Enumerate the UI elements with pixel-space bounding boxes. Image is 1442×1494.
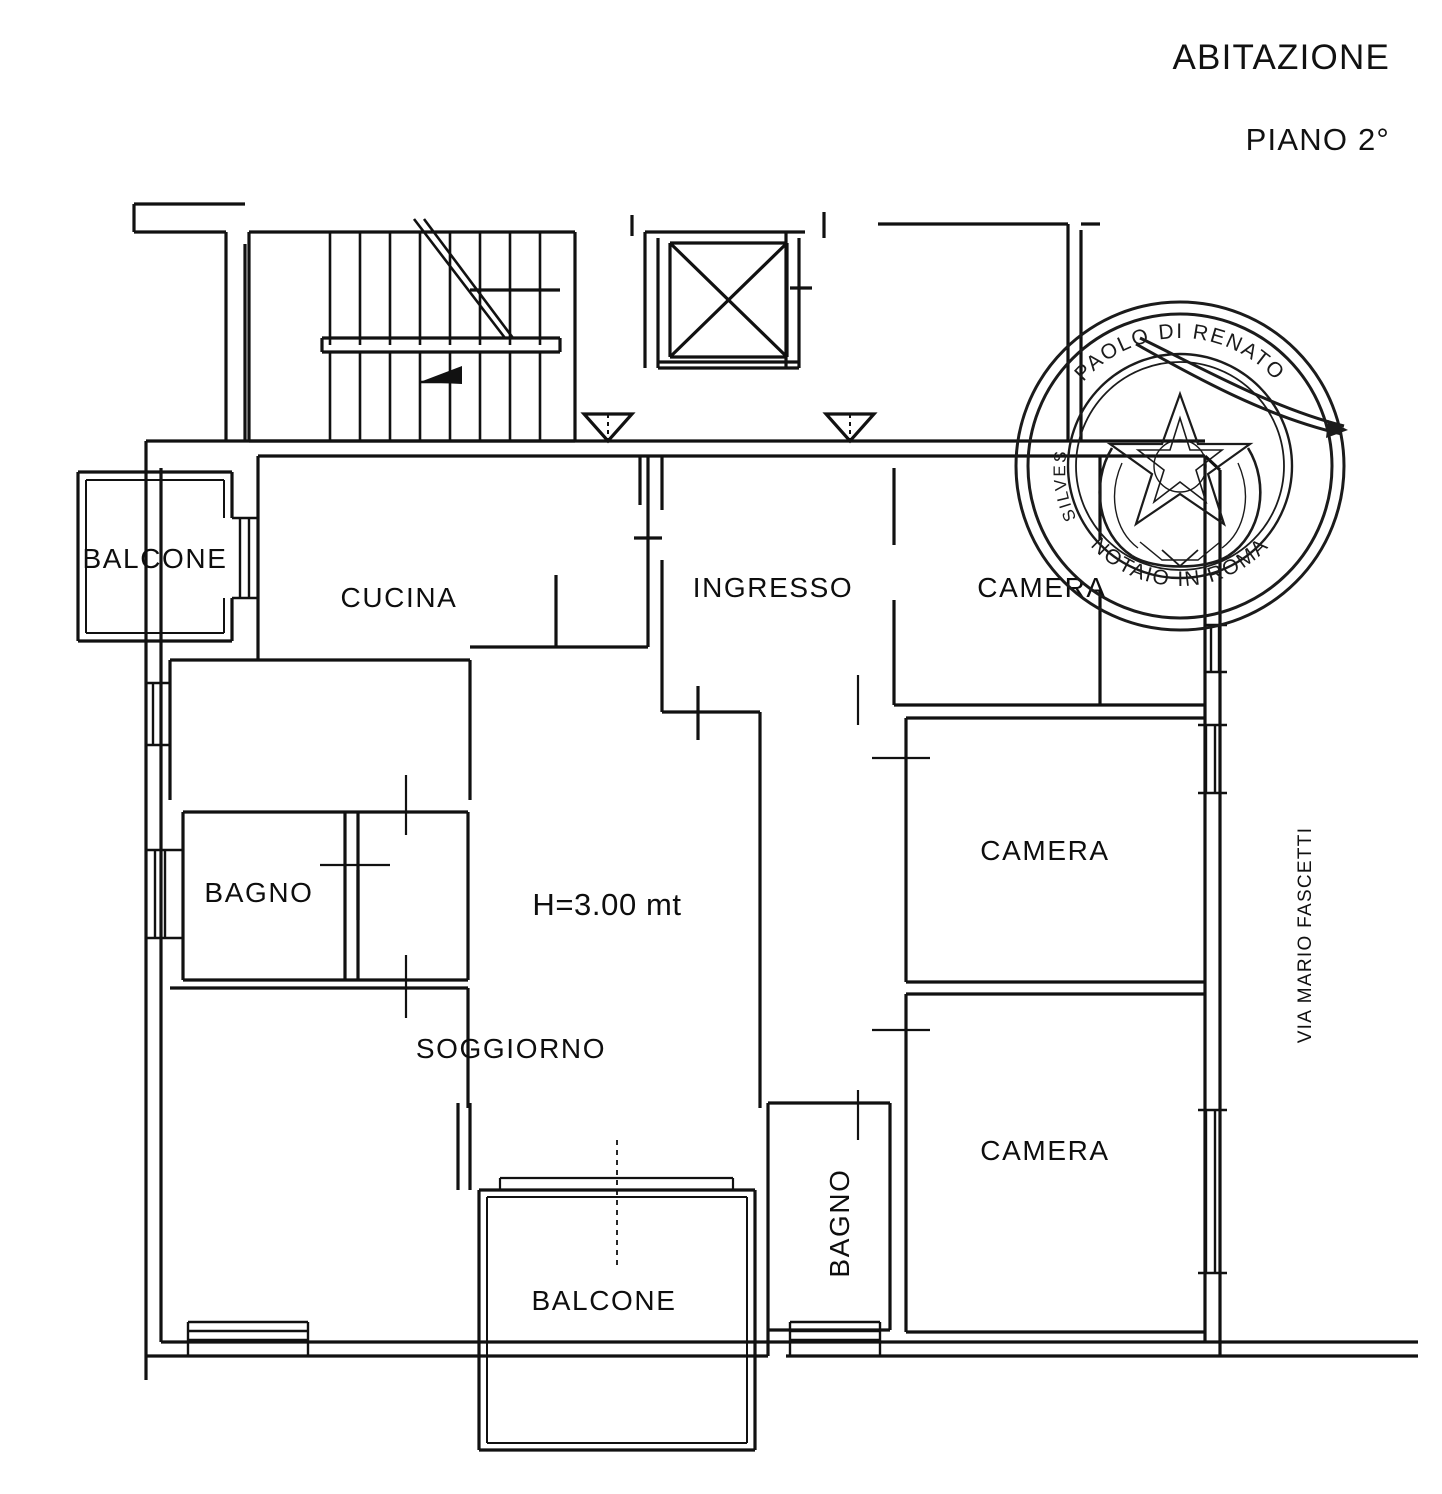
bagno-left-walls: [181, 810, 470, 982]
cucina-walls: [168, 456, 662, 800]
page-subtitle: PIANO 2°: [1245, 122, 1390, 157]
top-left-stub-wall: [132, 202, 245, 244]
ingresso-walls: [638, 456, 1205, 1108]
room-label-cucina: CUCINA: [340, 582, 458, 613]
window-right-bottom: [1198, 1108, 1227, 1275]
stair-break-line: [412, 218, 515, 339]
entrance-door-marker-right: [822, 412, 878, 444]
balcony-door-bottom: [498, 1140, 735, 1268]
window-soggiorno-bottom: [186, 1320, 310, 1356]
elevator-shaft: [630, 212, 826, 370]
stair-treads-lower: [328, 352, 542, 441]
stair-landing: [320, 288, 562, 354]
camera-mid-right-walls: [904, 716, 1205, 984]
ceiling-height-note: H=3.00 mt: [532, 887, 682, 922]
window-right-top: [1205, 623, 1227, 674]
balcony-door-top-left: [232, 516, 258, 600]
room-label-bagno-right: BAGNO: [824, 1168, 855, 1278]
room-label-balcone-bottom: BALCONE: [531, 1285, 677, 1316]
balcony-top-left: [76, 470, 234, 643]
room-label-bagno-left: BAGNO: [204, 877, 314, 908]
street-name-label: VIA MARIO FASCETTI: [1295, 826, 1316, 1044]
corridor-top-wall: [144, 222, 1205, 468]
window-right-mid: [1198, 723, 1227, 795]
room-label-camera-bottom-right: CAMERA: [980, 1135, 1110, 1166]
room-label-soggiorno: SOGGIORNO: [415, 1033, 607, 1064]
balcony-bottom: [456, 1103, 757, 1452]
room-label-camera-top-right: CAMERA: [977, 572, 1107, 603]
window-left-upper: [146, 681, 170, 747]
entrance-door-marker-left: [580, 412, 636, 444]
soggiorno-walls: [170, 986, 470, 1108]
page-title: ABITAZIONE: [1172, 38, 1390, 77]
room-label-ingresso: INGRESSO: [692, 572, 854, 603]
room-label-camera-mid-right: CAMERA: [980, 835, 1110, 866]
camera-bottom-right-walls: [904, 992, 1205, 1334]
stair-direction-arrow: [420, 366, 462, 384]
room-label-balcone-top-left: BALCONE: [82, 543, 228, 574]
window-left-bagno: [146, 848, 183, 940]
window-bagno-right: [788, 1320, 882, 1356]
